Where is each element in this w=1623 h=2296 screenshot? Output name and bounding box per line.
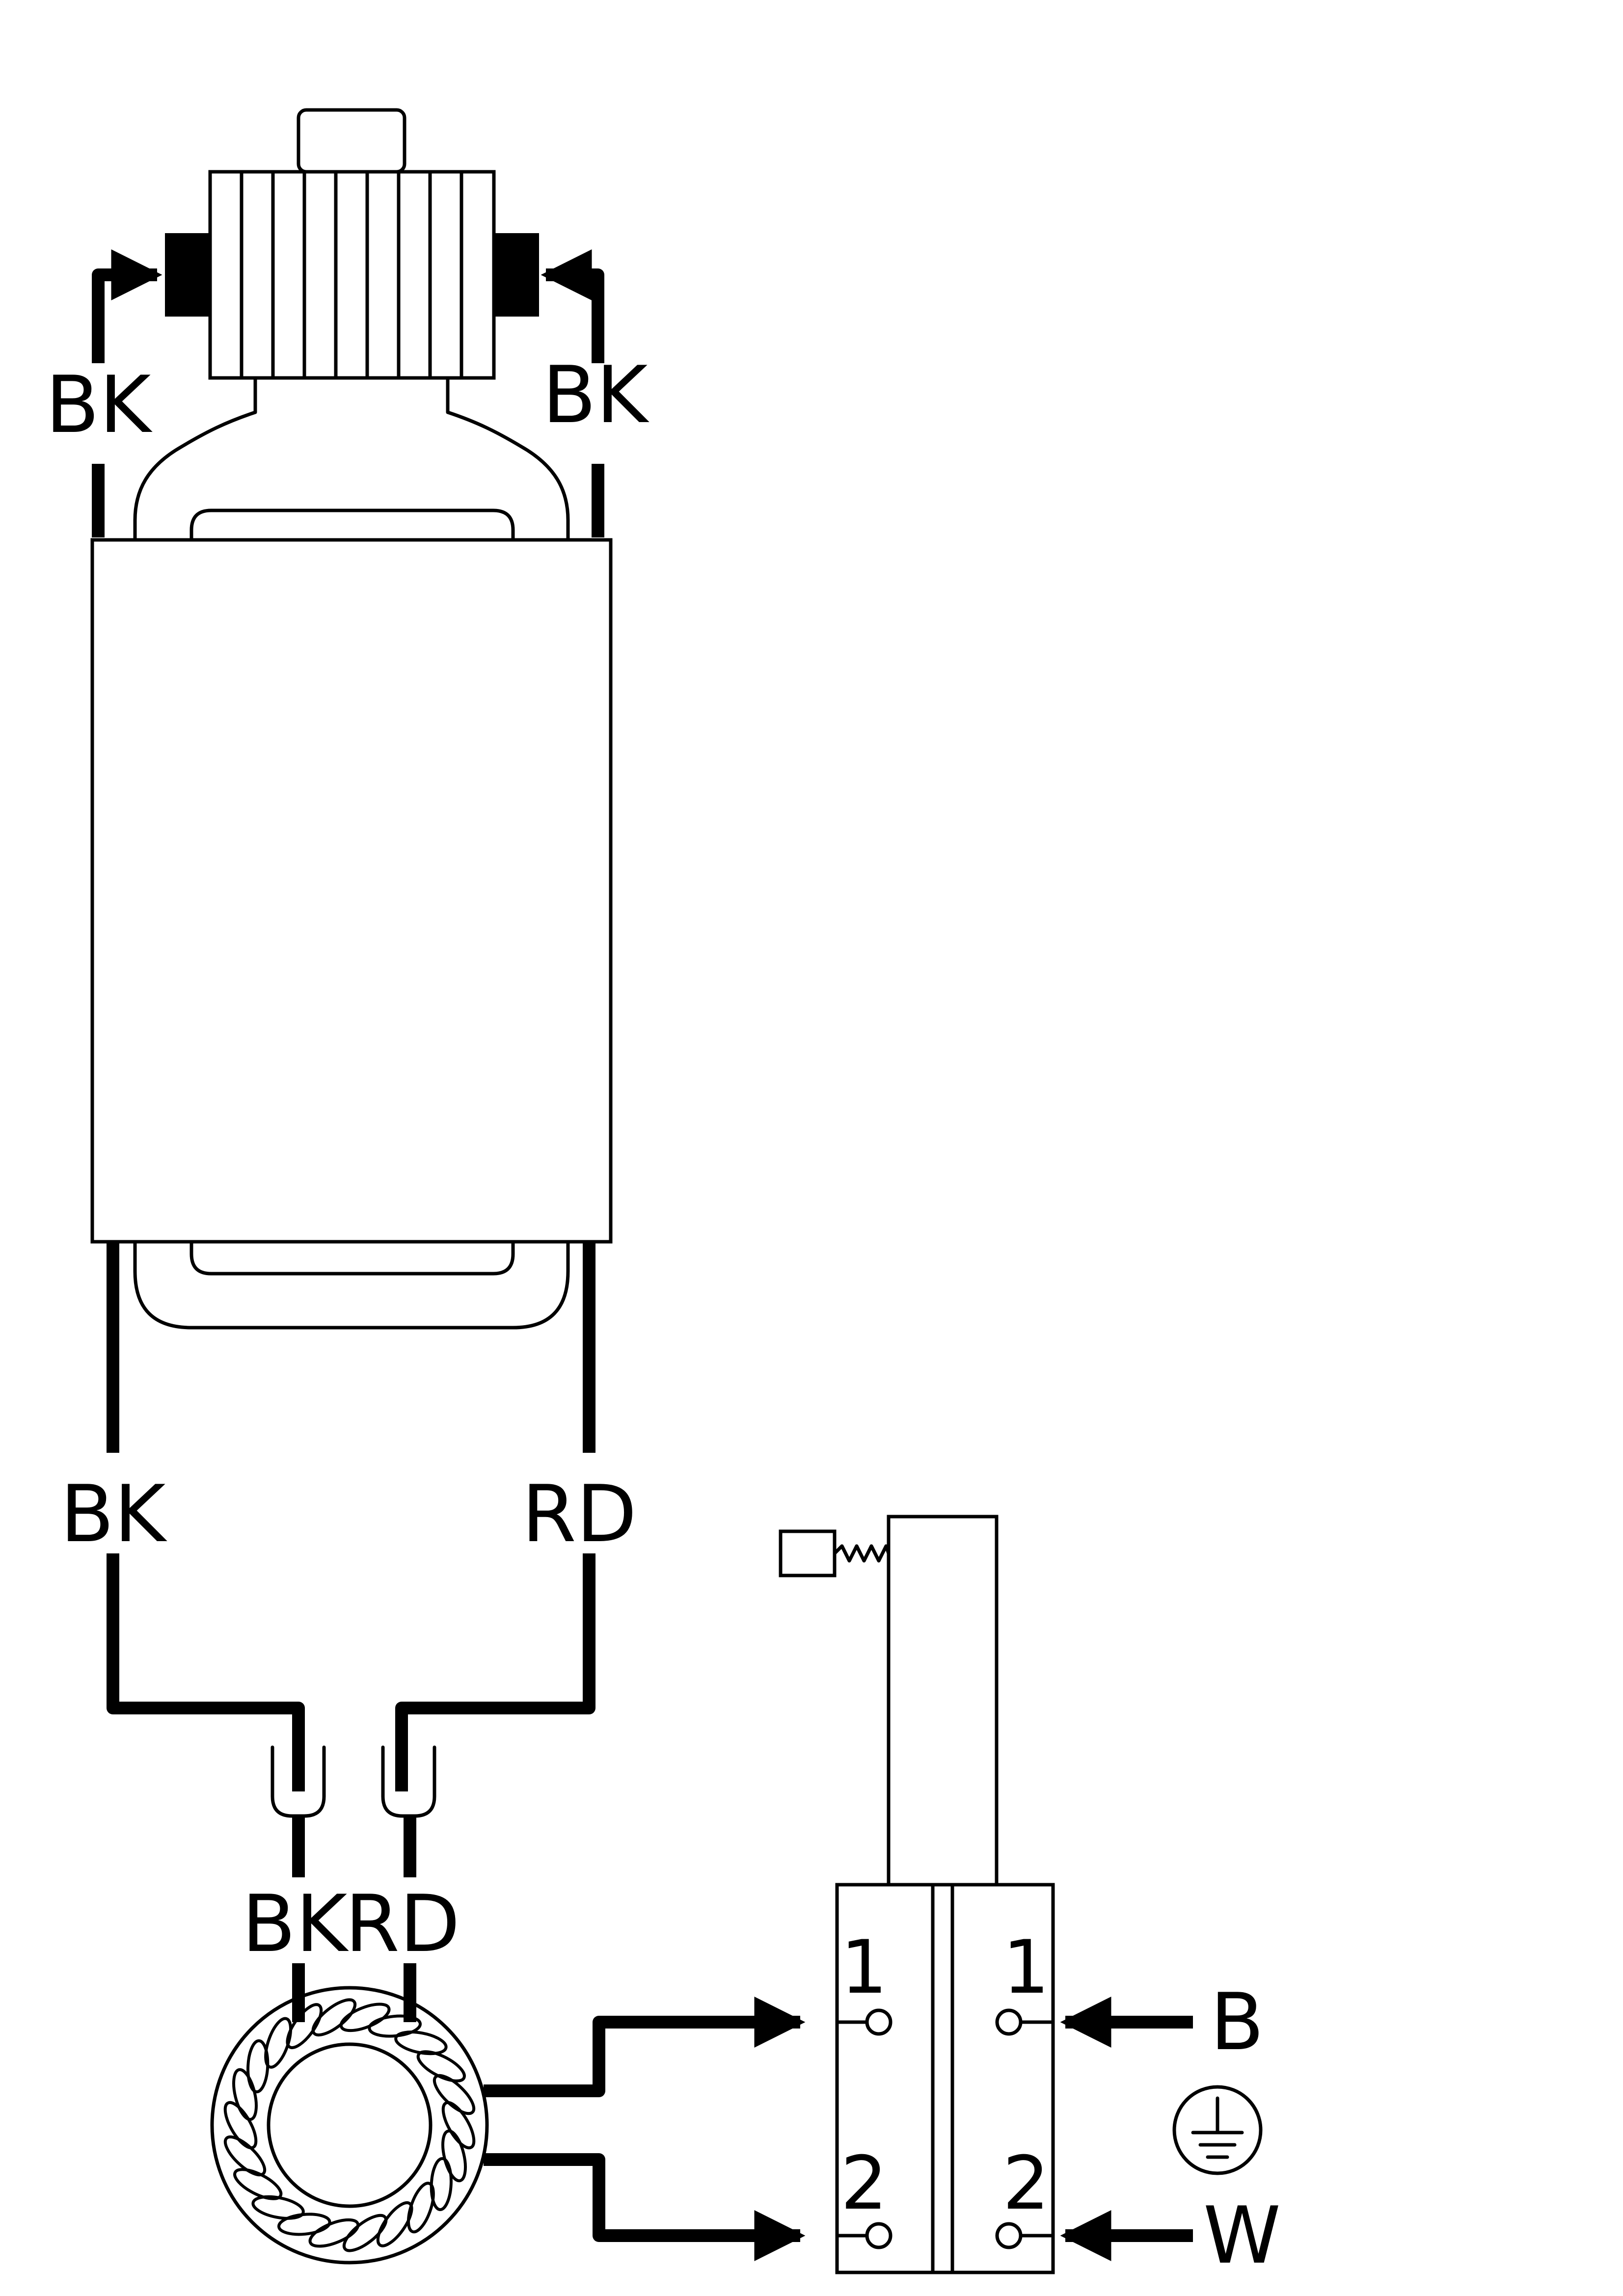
coil-turn xyxy=(223,2135,267,2177)
label-ballast-left: BK xyxy=(60,1468,168,1560)
toroidal-coil-icon xyxy=(210,1986,489,2265)
coil-turn xyxy=(277,2213,331,2236)
coil-turn xyxy=(406,2182,435,2234)
label-lamp-left: BK xyxy=(46,359,153,451)
label-toroid-right: RD xyxy=(345,1878,460,1970)
label-supply-w: W xyxy=(1203,2189,1281,2281)
terminal-label-right-1: 1 xyxy=(1002,1925,1049,2010)
coil-turn xyxy=(376,2201,413,2247)
label-ballast-right: RD xyxy=(522,1468,637,1560)
label-supply-b: B xyxy=(1210,1976,1264,2068)
coil-turn xyxy=(264,2017,293,2069)
label-toroid-left: BK xyxy=(242,1878,350,1970)
wire-lamp-left xyxy=(92,249,162,537)
wire-toroid-to-terminal-1 xyxy=(484,1997,806,2097)
wire-ballast-left xyxy=(107,1242,305,1791)
terminal-block: 1 2 1 2 xyxy=(779,1515,1055,2274)
wire-lamp-right xyxy=(541,249,604,537)
terminal-label-left-1: 1 xyxy=(840,1925,887,2010)
wire-toroid-to-terminal-2 xyxy=(484,2153,806,2261)
coil-turn xyxy=(342,2214,388,2252)
coil-turn xyxy=(311,1998,357,2037)
terminal-label-left-2: 2 xyxy=(840,2141,887,2226)
label-lamp-right: BK xyxy=(542,349,650,441)
protective-earth-icon xyxy=(1172,2085,1263,2175)
lamp-socket-icon xyxy=(133,108,570,542)
wire-ballast-right xyxy=(395,1242,595,1791)
ballast-transformer-icon xyxy=(90,508,613,1330)
coil-turn xyxy=(368,2014,422,2038)
coil-turn xyxy=(433,2074,476,2115)
terminal-label-right-2: 2 xyxy=(1002,2141,1049,2226)
